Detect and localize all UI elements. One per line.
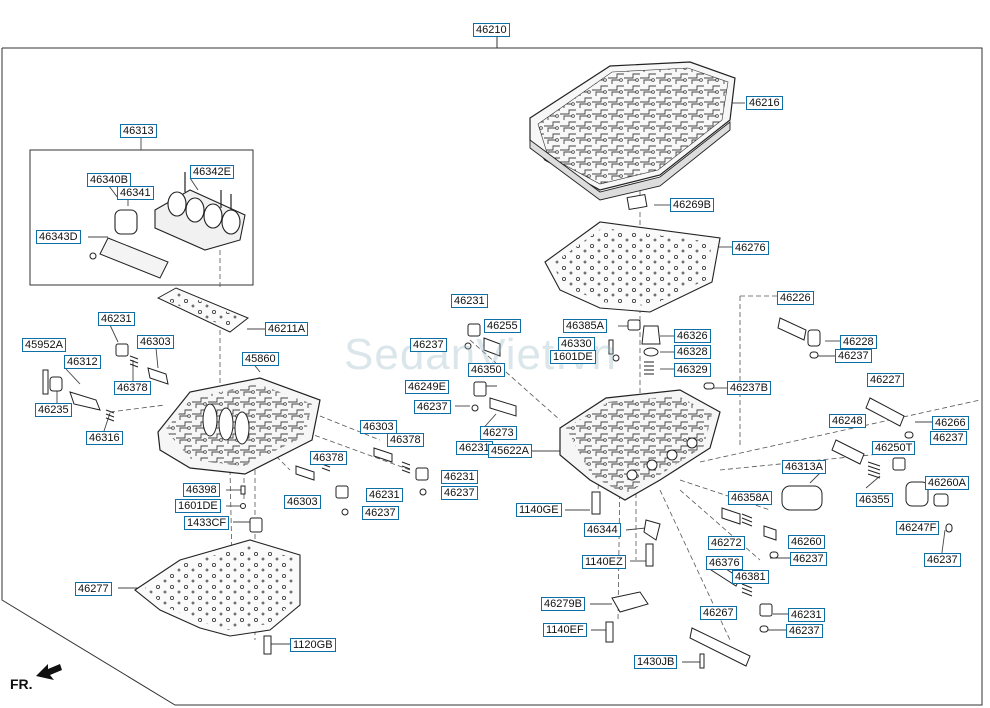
part-label[interactable]: 1430JB xyxy=(634,655,678,669)
part-label[interactable]: 1140EZ xyxy=(582,555,626,569)
part-label[interactable]: 46344 xyxy=(584,523,621,537)
part-label[interactable]: 1140EF xyxy=(543,623,587,637)
part-label[interactable]: 46341 xyxy=(117,186,154,200)
part-label[interactable]: 45952A xyxy=(22,338,66,352)
part-label[interactable]: 46210 xyxy=(473,23,510,37)
part-label[interactable]: 46326 xyxy=(674,329,711,343)
part-label[interactable]: 46237 xyxy=(790,552,827,566)
part-label[interactable]: 45860 xyxy=(242,352,279,366)
part-label[interactable]: 46330 xyxy=(558,337,595,351)
part-label[interactable]: 46378 xyxy=(387,433,424,447)
part-label[interactable]: 1120GB xyxy=(290,638,336,652)
part-label[interactable]: 46385A xyxy=(563,319,607,333)
part-label[interactable]: 46273 xyxy=(480,426,517,440)
part-label[interactable]: 46237 xyxy=(786,624,823,638)
part-label[interactable]: 46226 xyxy=(777,291,814,305)
part-label[interactable]: 46248 xyxy=(829,414,866,428)
part-label[interactable]: 46340B xyxy=(87,173,131,187)
part-label[interactable]: 46378 xyxy=(114,381,151,395)
separator-plate xyxy=(544,221,721,313)
part-label[interactable]: 46342E xyxy=(190,165,234,179)
part-label[interactable]: 46303 xyxy=(360,420,397,434)
part-label[interactable]: 46260 xyxy=(788,535,825,549)
part-label[interactable]: 46276 xyxy=(732,241,769,255)
leader-lines xyxy=(56,102,946,663)
part-label[interactable]: 1601DE xyxy=(550,350,596,364)
front-direction-arrow xyxy=(36,664,62,680)
main-valve-body xyxy=(559,389,721,501)
solenoid-subassembly-box xyxy=(29,149,254,286)
part-label[interactable]: 46231 xyxy=(788,608,825,622)
part-label[interactable]: 46211A xyxy=(265,322,309,336)
small-components xyxy=(42,317,953,669)
part-label[interactable]: 46266 xyxy=(932,416,969,430)
part-label[interactable]: 46237 xyxy=(441,486,478,500)
part-label[interactable]: 46237 xyxy=(362,506,399,520)
lower-separator-plate xyxy=(134,539,301,637)
part-label[interactable]: 46376 xyxy=(706,556,743,570)
part-label[interactable]: 46235 xyxy=(35,403,72,417)
part-label[interactable]: 46237 xyxy=(930,431,967,445)
part-label[interactable]: 46355 xyxy=(856,493,893,507)
part-label[interactable]: 46272 xyxy=(708,536,745,550)
upper-valve-body xyxy=(529,61,736,201)
part-label[interactable]: 46247F xyxy=(896,521,940,535)
part-label[interactable]: 46269B xyxy=(670,198,714,212)
part-label[interactable]: 46313 xyxy=(120,124,157,138)
part-label[interactable]: 46231 xyxy=(366,488,403,502)
part-label[interactable]: 46237 xyxy=(924,553,961,567)
solenoid-assembly xyxy=(89,172,246,279)
part-label[interactable]: 46303 xyxy=(284,495,321,509)
part-label[interactable]: 46378 xyxy=(310,451,347,465)
part-label[interactable]: 46398 xyxy=(183,483,220,497)
part-label[interactable]: 46313A xyxy=(782,460,826,474)
part-label[interactable]: 46249E xyxy=(405,380,449,394)
lower-valve-body xyxy=(157,377,321,475)
part-label[interactable]: 1140GE xyxy=(516,503,562,517)
part-label[interactable]: 1433CF xyxy=(184,516,230,530)
part-label[interactable]: 46237 xyxy=(835,349,872,363)
front-direction-label: FR. xyxy=(10,676,33,692)
part-label[interactable]: 46231 xyxy=(456,441,493,455)
part-label[interactable]: 46358A xyxy=(728,491,772,505)
part-label[interactable]: 46267 xyxy=(700,606,737,620)
part-label[interactable]: 46277 xyxy=(75,582,112,596)
part-label[interactable]: 46343D xyxy=(36,230,81,244)
gasket-plate xyxy=(156,287,249,333)
part-label[interactable]: 1601DE xyxy=(175,499,221,513)
part-label[interactable]: 46237 xyxy=(414,400,451,414)
part-label[interactable]: 46260A xyxy=(925,476,969,490)
part-label[interactable]: 46303 xyxy=(137,335,174,349)
part-label[interactable]: 46228 xyxy=(840,335,877,349)
part-label[interactable]: 46328 xyxy=(674,345,711,359)
part-label[interactable]: 46381 xyxy=(732,570,769,584)
part-label[interactable]: 46255 xyxy=(484,319,521,333)
part-label[interactable]: 46231 xyxy=(441,470,478,484)
part-label[interactable]: 46312 xyxy=(64,355,101,369)
filter-screen xyxy=(626,193,648,211)
part-label[interactable]: 46350 xyxy=(468,363,505,377)
part-label[interactable]: 46279B xyxy=(541,597,585,611)
part-label[interactable]: 46250T xyxy=(872,441,916,455)
part-label[interactable]: 46227 xyxy=(867,373,904,387)
part-label[interactable]: 46231 xyxy=(98,312,135,326)
part-label[interactable]: 46237B xyxy=(727,381,771,395)
part-label[interactable]: 46231 xyxy=(451,294,488,308)
part-label[interactable]: 46329 xyxy=(674,363,711,377)
part-label[interactable]: 46216 xyxy=(746,96,783,110)
part-label[interactable]: 46237 xyxy=(410,338,447,352)
part-label[interactable]: 45622A xyxy=(488,444,532,458)
part-label[interactable]: 46316 xyxy=(86,431,123,445)
